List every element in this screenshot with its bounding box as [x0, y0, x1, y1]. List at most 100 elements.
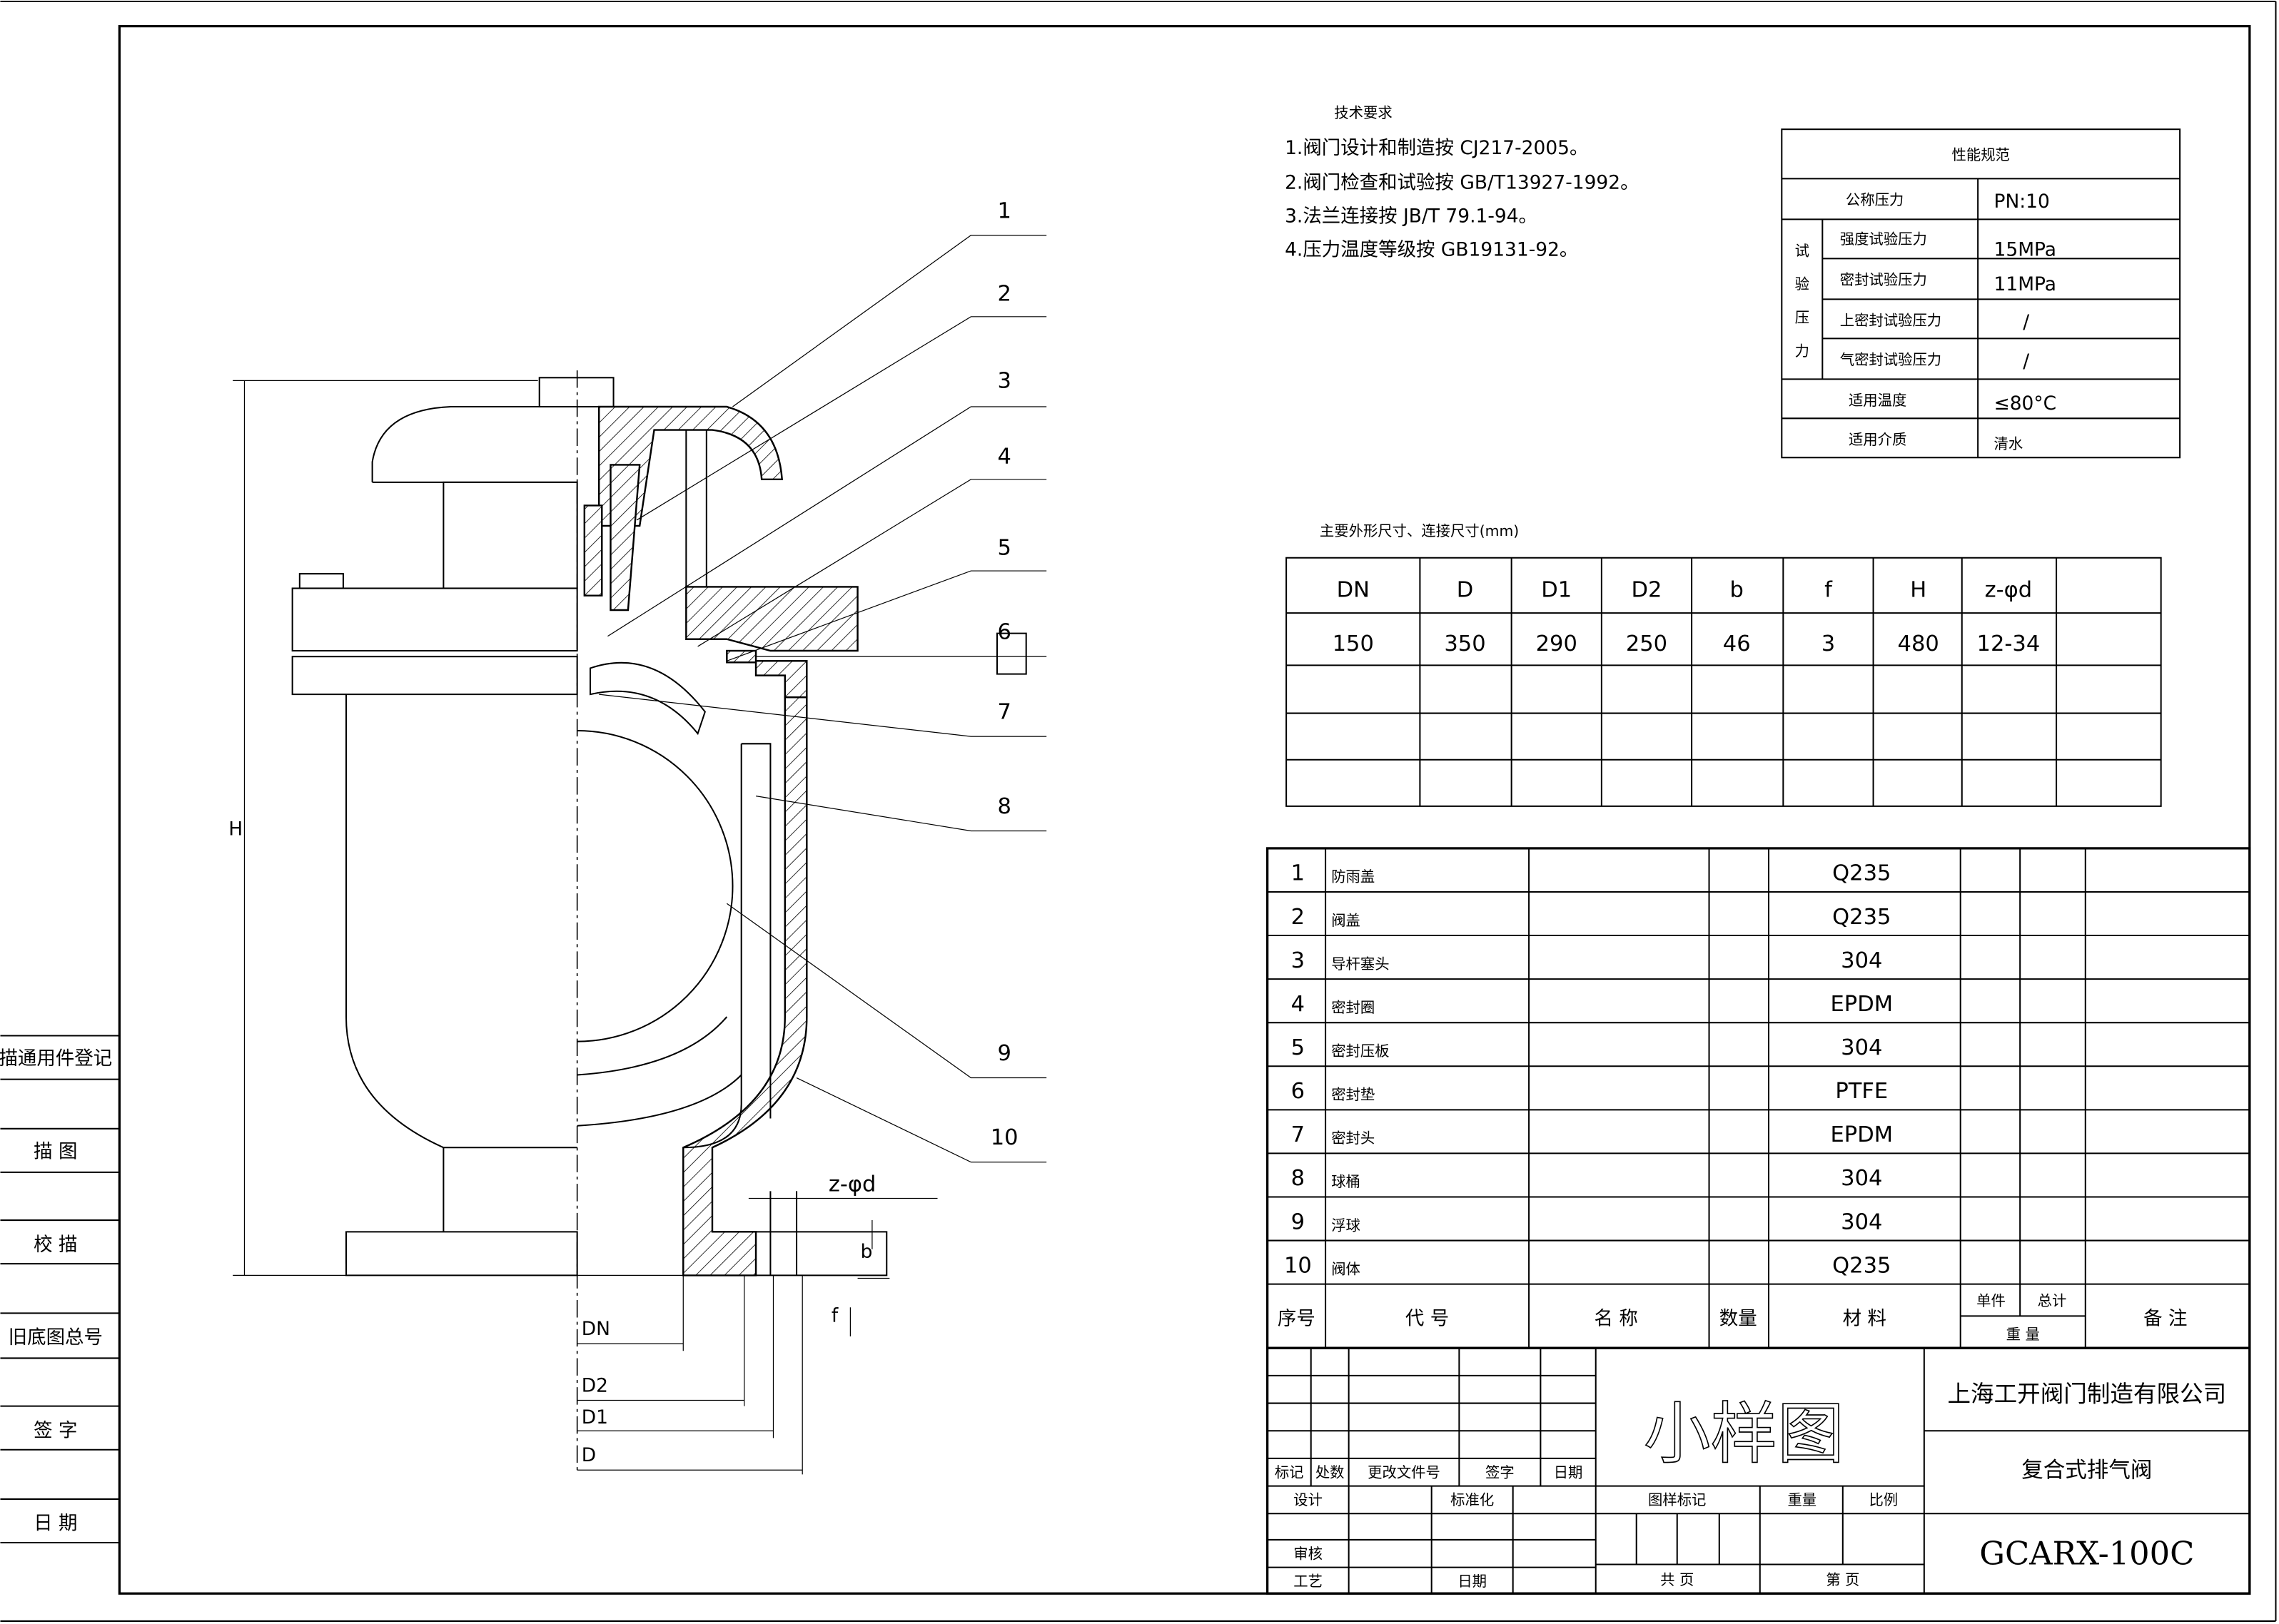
part-number: 3: [1291, 948, 1305, 973]
part-material: Q235: [1832, 861, 1891, 886]
callout-number: 6: [997, 620, 1011, 645]
dim-header: D1: [1541, 578, 1572, 603]
dim-label-d: D: [582, 1444, 596, 1466]
dim-header: D: [1457, 578, 1474, 603]
perf-label: 适用温度: [1849, 392, 1906, 409]
perf-title: 性能规范: [1952, 146, 2010, 163]
part-name: 防雨盖: [1331, 868, 1375, 885]
header-qty: 数量: [1719, 1308, 1757, 1330]
weight-label: 重量: [1787, 1491, 1816, 1508]
part-name: 导杆塞头: [1331, 955, 1389, 973]
process-label: 工艺: [1293, 1573, 1323, 1590]
strip-label: 描通用件登记: [0, 1047, 112, 1070]
rev-label: 处数: [1315, 1463, 1345, 1481]
dim-value: 12-34: [1977, 631, 2041, 656]
perf-group-char: 验: [1795, 275, 1809, 293]
perf-value: ≤80°C: [1994, 392, 2057, 415]
tech-item: 2.阀门检查和试验按 GB/T13927-1992。: [1285, 172, 1639, 194]
part-number: 8: [1291, 1166, 1305, 1191]
standard-label: 标准化: [1450, 1491, 1494, 1508]
perf-group-char: 试: [1795, 242, 1809, 259]
dimension-table: 主要外形尺寸、连接尺寸(mm) DN150D350D1290D2250b46f3…: [1285, 522, 2162, 807]
header-name: 名 称: [1595, 1308, 1638, 1330]
dim-value: 350: [1444, 631, 1485, 656]
header-unit: 单件: [1976, 1292, 2006, 1309]
design-label: 设计: [1293, 1491, 1323, 1508]
dim-header: DN: [1337, 578, 1370, 603]
callout-number: 2: [997, 281, 1011, 306]
date-label: 日期: [1457, 1573, 1487, 1590]
valve-section-drawing: [233, 235, 1047, 1475]
header-total: 总计: [2038, 1292, 2067, 1309]
perf-label: 气密封试验压力: [1840, 351, 1941, 368]
header-weight: 重 量: [2006, 1326, 2040, 1343]
part-name: 阀体: [1331, 1260, 1360, 1277]
left-register-strip: 描通用件登记 描 图 校 描 旧底图总号 签 字 日 期: [0, 1035, 120, 1544]
dim-label-f: f: [832, 1305, 839, 1327]
dim-header: f: [1824, 578, 1833, 603]
perf-group-char: 压: [1795, 309, 1809, 326]
header-material: 材 料: [1843, 1308, 1886, 1330]
part-material: 304: [1841, 1035, 1882, 1060]
title-block: 标记 处数 更改文件号 签字 日期 设计 标准化 审核 工艺 日期 小样图 图样…: [1266, 1346, 2251, 1595]
callout-number: 1: [997, 198, 1011, 223]
review-label: 审核: [1293, 1545, 1323, 1562]
callout-number: 5: [997, 536, 1011, 561]
header-code: 代 号: [1405, 1308, 1449, 1330]
dim-header: H: [1910, 578, 1926, 603]
part-name: 球桶: [1331, 1173, 1360, 1190]
dim-title: 主要外形尺寸、连接尺寸(mm): [1320, 522, 1519, 539]
rev-label: 签字: [1485, 1463, 1515, 1481]
perf-label: 上密封试验压力: [1840, 312, 1941, 329]
part-material: Q235: [1832, 905, 1891, 930]
stamp-text: 小样图: [1644, 1396, 1844, 1473]
perf-value: 15MPa: [1994, 238, 2056, 260]
performance-table: 性能规范 公称压力 PN:10 试 验 压 力 强度试验压力 15MPa 密封试…: [1781, 128, 2181, 459]
perf-value: 清水: [1994, 435, 2023, 452]
dim-header: D2: [1632, 578, 1662, 603]
tech-title: 技术要求: [1334, 104, 1392, 121]
perf-label: 强度试验压力: [1840, 230, 1927, 248]
product-name: 复合式排气阀: [2021, 1458, 2152, 1483]
part-material: 304: [1841, 1209, 1882, 1234]
callout-number: 9: [997, 1041, 1011, 1066]
part-number: 5: [1291, 1035, 1305, 1060]
dim-label-d2: D2: [582, 1374, 608, 1396]
callout-number: 4: [997, 444, 1011, 469]
part-number: 4: [1291, 992, 1305, 1017]
part-number: 10: [1284, 1253, 1312, 1278]
perf-value: /: [2023, 350, 2029, 372]
part-number: 7: [1291, 1122, 1305, 1147]
callout-number: 8: [997, 794, 1011, 819]
perf-label: 公称压力: [1846, 191, 1904, 208]
dim-value: 46: [1723, 631, 1751, 656]
rev-label: 标记: [1275, 1463, 1304, 1481]
company-name: 上海工开阀门制造有限公司: [1947, 1381, 2226, 1408]
part-material: EPDM: [1831, 1122, 1894, 1147]
dim-header: b: [1730, 578, 1744, 603]
perf-label: 适用介质: [1849, 431, 1906, 448]
perf-group-char: 力: [1795, 342, 1809, 360]
drawing-mark-label: 图样标记: [1648, 1491, 1706, 1508]
part-material: PTFE: [1835, 1079, 1888, 1104]
dim-header: z-φd: [1985, 578, 2033, 603]
part-number: 2: [1291, 905, 1305, 930]
tech-item: 3.法兰连接按 JB/T 79.1-94。: [1285, 205, 1537, 227]
tech-item: 4.压力温度等级按 GB19131-92。: [1285, 238, 1578, 260]
header-remark: 备 注: [2143, 1308, 2187, 1330]
dim-label-h: H: [228, 818, 243, 841]
part-name: 密封垫: [1331, 1086, 1375, 1103]
strip-label: 描 图: [34, 1141, 77, 1163]
part-material: 304: [1841, 1166, 1882, 1191]
dim-value: 3: [1821, 631, 1835, 656]
scale-label: 比例: [1869, 1491, 1898, 1508]
dim-label-d1: D1: [582, 1406, 608, 1428]
part-material: Q235: [1832, 1253, 1891, 1278]
strip-label: 旧底图总号: [9, 1326, 103, 1349]
dim-label-b: b: [861, 1241, 873, 1263]
dim-value: 150: [1333, 631, 1374, 656]
part-name: 阀盖: [1331, 912, 1360, 929]
perf-label: 密封试验压力: [1840, 271, 1927, 288]
part-number: 1: [1291, 861, 1305, 886]
